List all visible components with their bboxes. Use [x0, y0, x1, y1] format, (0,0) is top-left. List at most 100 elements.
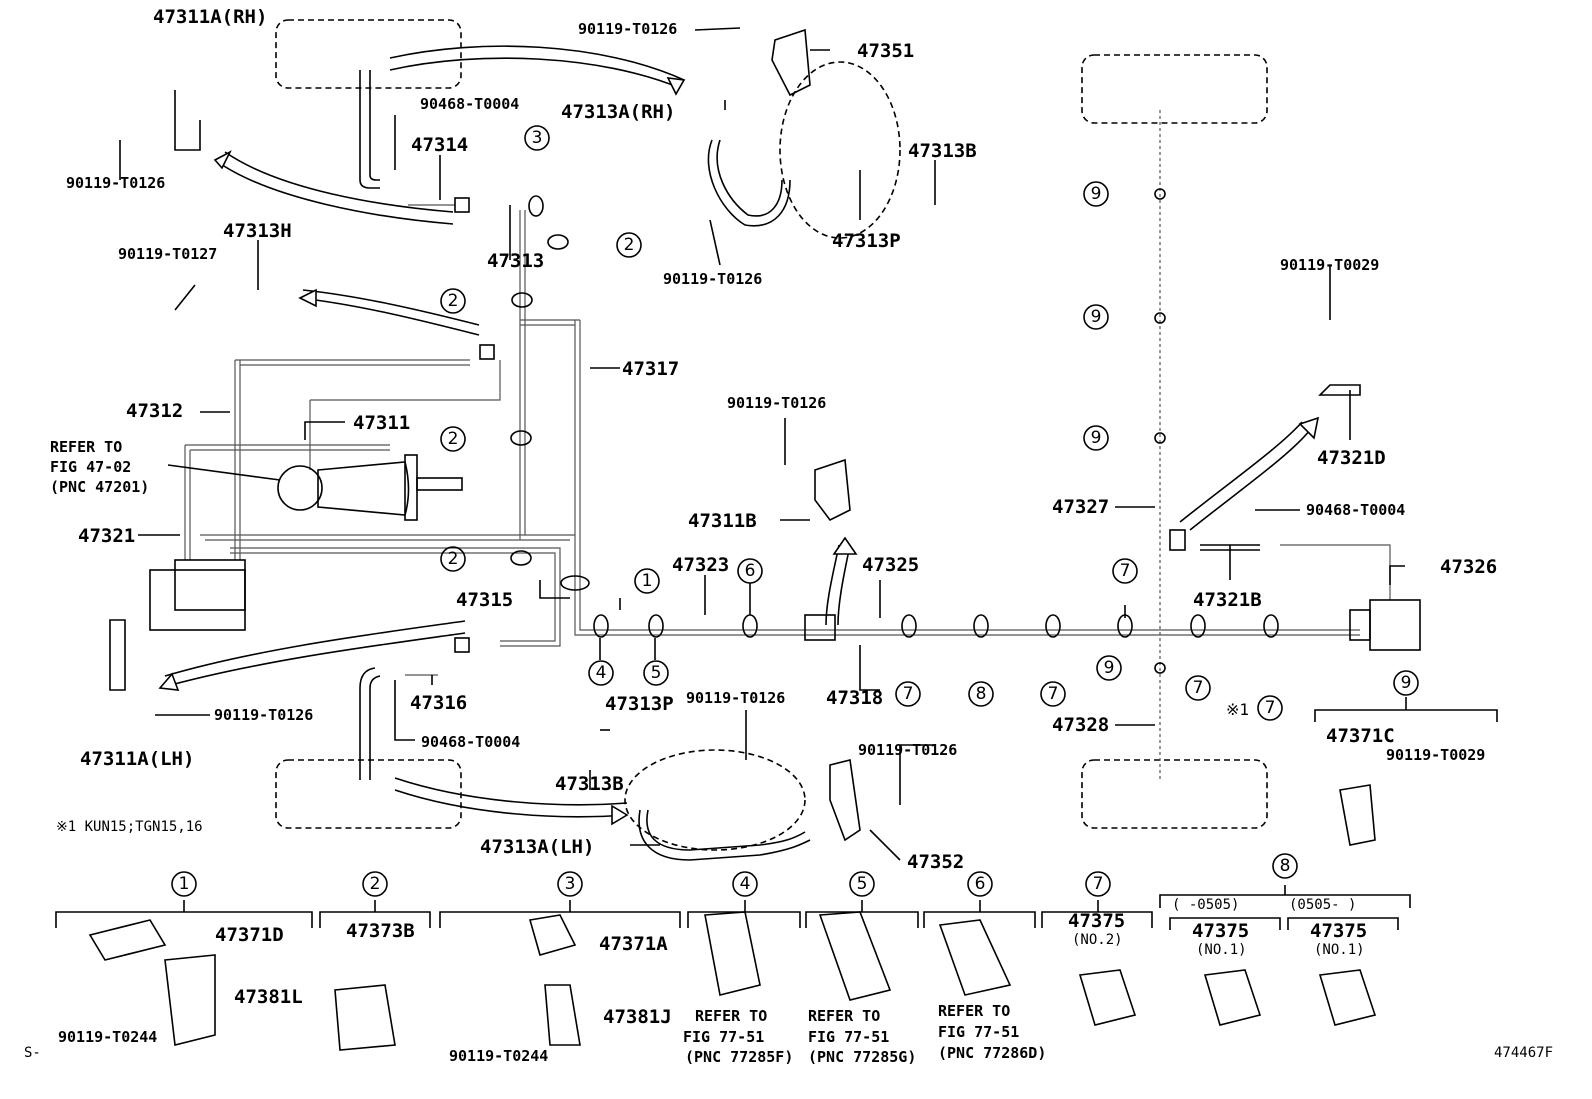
refer-text: REFER TO: [695, 1007, 768, 1025]
part-47351-label: 47351: [857, 40, 915, 62]
part-47313B-label: 47313B: [908, 140, 977, 162]
key-2: 2: [369, 874, 381, 894]
callout-circle: [524, 125, 550, 151]
refer-text: (PNC 77285F): [685, 1048, 794, 1066]
callout-3: 3: [531, 128, 543, 148]
part-47375-variant: (NO.2): [1072, 932, 1123, 948]
corner-mark: S-: [24, 1045, 41, 1061]
callout-circle: [362, 871, 388, 897]
callout-circle: [440, 426, 466, 452]
part-47326-label: 47326: [1440, 556, 1498, 578]
callout-5: 5: [650, 663, 662, 683]
callout-9: 9: [1090, 184, 1102, 204]
callout-circle: [967, 871, 993, 897]
part-47352-label: 47352: [907, 851, 965, 873]
part-47311B-label: 47311B: [688, 510, 757, 532]
callout-circle: [1393, 670, 1419, 696]
callout-circle: [895, 681, 921, 707]
callout-7: 7: [1047, 684, 1059, 704]
bolt-90119-t0126-label: 90119-T0126: [66, 174, 166, 192]
part-47381L-label: 47381L: [234, 986, 303, 1008]
model-note: ※1 KUN15;TGN15,16: [56, 819, 203, 835]
key-4: 4: [739, 874, 751, 894]
callout-circle: [849, 871, 875, 897]
callout-circle: [1083, 425, 1109, 451]
clip-90468-t0004-label: 90468-T0004: [420, 95, 520, 113]
part-47371C-label: 47371C: [1326, 725, 1395, 747]
part-47311A-rh-label: 47311A(RH): [153, 6, 268, 28]
part-47312-label: 47312: [126, 400, 184, 422]
part-47375-label: 47375: [1068, 910, 1126, 932]
refer-text: REFER TO: [808, 1007, 881, 1025]
bolt-90119-t0244-label: 90119-T0244: [449, 1047, 549, 1065]
part-47325-label: 47325: [862, 554, 920, 576]
part-47327-label: 47327: [1052, 496, 1110, 518]
bolt-90119-t0127-label: 90119-T0127: [118, 245, 218, 263]
part-47321-label: 47321: [78, 525, 136, 547]
callout-circle: [588, 660, 614, 686]
callout-circle: [643, 660, 669, 686]
part-47313P-label: 47313P: [832, 230, 901, 252]
key-7: 7: [1092, 874, 1104, 894]
part-47321D-label: 47321D: [1317, 447, 1386, 469]
part-47314-label: 47314: [411, 134, 469, 156]
bolt-90119-t0029-label: 90119-T0029: [1280, 256, 1380, 274]
part-47321B-label: 47321B: [1193, 589, 1262, 611]
part-47313H-label: 47313H: [223, 220, 292, 242]
key-1: 1: [178, 874, 190, 894]
part-47375-variant: (NO.1): [1314, 942, 1365, 958]
callout-7: 7: [902, 684, 914, 704]
bolt-90119-t0126-label: 90119-T0126: [686, 689, 786, 707]
callout-circle: [1112, 558, 1138, 584]
bolt-90119-t0029-label: 90119-T0029: [1386, 746, 1486, 764]
part-47313A-rh-label: 47313A(RH): [561, 101, 676, 123]
part-47311-label: 47311: [353, 412, 411, 434]
callout-circle: [1083, 304, 1109, 330]
callout-2: 2: [447, 549, 459, 569]
part-47323-label: 47323: [672, 554, 730, 576]
refer-text: (PNC 77286D): [938, 1044, 1047, 1062]
refer-text: (PNC 77285G): [808, 1048, 917, 1066]
part-47313-label: 47313: [487, 250, 545, 272]
part-47317-label: 47317: [622, 358, 680, 380]
refer-text: FIG 77-51: [938, 1023, 1020, 1041]
part-47371D-label: 47371D: [215, 924, 284, 946]
callout-2: 2: [447, 291, 459, 311]
callout-9: 9: [1090, 307, 1102, 327]
callout-circle: [1085, 871, 1111, 897]
clip-90468-t0004-label: 90468-T0004: [1306, 501, 1406, 519]
callout-1: 1: [641, 571, 653, 591]
callout-9: 9: [1090, 428, 1102, 448]
callout-4: 4: [595, 663, 607, 683]
callout-2: 2: [623, 235, 635, 255]
model-note-marker: ※1: [1226, 700, 1250, 719]
callout-6: 6: [744, 561, 756, 581]
callout-circle: [1040, 681, 1066, 707]
callout-2: 2: [447, 429, 459, 449]
refer-text: FIG 77-51: [808, 1028, 890, 1046]
key-5: 5: [856, 874, 868, 894]
callout-circle: [968, 681, 994, 707]
callout-circle: [1257, 695, 1283, 721]
callout-7: 7: [1119, 561, 1131, 581]
callout-9: 9: [1400, 673, 1412, 693]
callout-circle: [737, 558, 763, 584]
callout-circle: [171, 871, 197, 897]
part-47381J-label: 47381J: [603, 1006, 672, 1028]
part-47313B-label: 47313B: [555, 773, 624, 795]
part-47311A-lh-label: 47311A(LH): [80, 748, 195, 770]
bolt-90119-t0126-label: 90119-T0126: [578, 20, 678, 38]
callout-circle: [732, 871, 758, 897]
key-8: 8: [1279, 856, 1291, 876]
callout-circle: [440, 288, 466, 314]
key-6: 6: [974, 874, 986, 894]
callout-circle: [1185, 675, 1211, 701]
part-47371A-label: 47371A: [599, 933, 668, 955]
callout-8: 8: [975, 684, 987, 704]
date-range-label: (0505- ): [1289, 897, 1357, 913]
date-range-label: ( -0505): [1172, 897, 1240, 913]
callout-circle: [1096, 655, 1122, 681]
part-47375-label: 47375: [1192, 920, 1250, 942]
